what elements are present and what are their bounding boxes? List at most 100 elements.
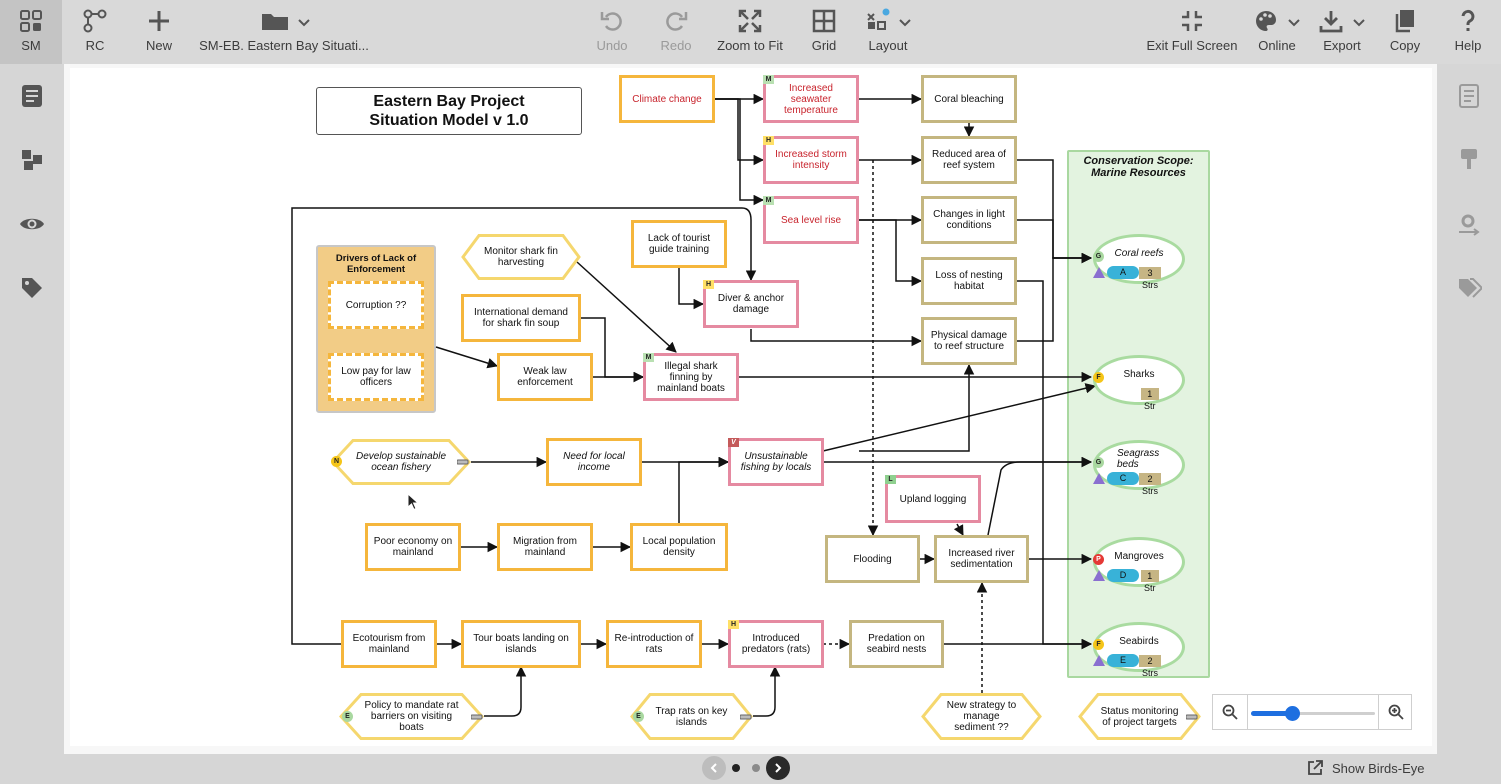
page-dot-2[interactable] bbox=[752, 764, 760, 772]
online-label: Online bbox=[1258, 38, 1296, 53]
target-code-badge: C bbox=[1107, 472, 1139, 485]
download-icon bbox=[1319, 11, 1365, 33]
properties-icon[interactable] bbox=[1455, 82, 1483, 110]
diagram-picker-button[interactable]: SM-EB. Eastern Bay Situati... bbox=[196, 4, 372, 60]
puzzle-icon[interactable] bbox=[18, 146, 46, 174]
zoom-to-fit-button[interactable]: Zoom to Fit bbox=[712, 4, 788, 60]
undo-button[interactable]: Undo bbox=[588, 4, 636, 60]
paint-brush-icon[interactable] bbox=[1455, 146, 1483, 174]
factor-local-population[interactable]: Local population density bbox=[630, 523, 728, 571]
result-label: Flooding bbox=[853, 553, 892, 565]
factor-tourist-training[interactable]: Lack of tourist guide training bbox=[631, 220, 727, 268]
result-label: Reduced area of reef system bbox=[932, 149, 1006, 171]
factor-label: International demand for shark fin soup bbox=[474, 307, 568, 329]
grid-label: Grid bbox=[811, 38, 837, 53]
show-birds-eye-button[interactable]: Show Birds-Eye bbox=[1306, 759, 1424, 777]
online-button[interactable]: Online bbox=[1250, 4, 1304, 60]
result-flooding[interactable]: Flooding bbox=[825, 535, 920, 583]
diagram-title[interactable]: Eastern Bay Project Situation Model v 1.… bbox=[316, 87, 582, 135]
strategy-label: Trap rats on key islands bbox=[655, 705, 728, 728]
threat-label: Illegal shark finning by mainland boats bbox=[657, 360, 725, 394]
result-label: Predation on seabird nests bbox=[866, 633, 927, 655]
undo-label: Undo bbox=[596, 38, 628, 53]
chevron-right-icon bbox=[775, 763, 782, 773]
result-river-sedimentation[interactable]: Increased river sedimentation bbox=[934, 535, 1029, 583]
zoom-slider-track[interactable] bbox=[1251, 706, 1375, 721]
result-physical-damage[interactable]: Physical damage to reef structure bbox=[921, 317, 1017, 365]
result-reduced-reef[interactable]: Reduced area of reef system bbox=[921, 136, 1017, 184]
conservation-scope-box[interactable]: Conservation Scope: Marine Resources bbox=[1067, 150, 1210, 678]
eye-icon[interactable] bbox=[18, 210, 46, 238]
strategy-status-monitoring[interactable]: Status monitoring of project targets bbox=[1078, 693, 1201, 740]
exit-fullscreen-button[interactable]: Exit Full Screen bbox=[1144, 4, 1240, 60]
factor-label: Climate change bbox=[632, 93, 702, 105]
factor-corruption[interactable]: Corruption ?? bbox=[328, 281, 424, 329]
layout-button[interactable]: Layout bbox=[860, 4, 916, 60]
export-button[interactable]: Export bbox=[1316, 4, 1368, 60]
factor-climate-change[interactable]: Climate change bbox=[619, 75, 715, 123]
zoom-in-button[interactable] bbox=[1378, 695, 1413, 729]
strategy-trap-rats[interactable]: Trap rats on key islands E bbox=[630, 693, 753, 740]
zoom-slider-fill bbox=[1251, 711, 1293, 716]
result-nesting-habitat[interactable]: Loss of nesting habitat bbox=[921, 257, 1017, 305]
right-sidebar bbox=[1437, 64, 1501, 754]
factor-reintroduction-rats[interactable]: Re-introduction of rats bbox=[606, 620, 702, 668]
strategy-new-sediment[interactable]: New strategy to manage sediment ?? bbox=[921, 693, 1042, 740]
rc-mode-button[interactable]: RC bbox=[72, 4, 118, 60]
tags-icon[interactable] bbox=[1455, 274, 1483, 302]
viability-badge: P bbox=[1093, 554, 1104, 565]
redo-button[interactable]: Redo bbox=[652, 4, 700, 60]
drivers-group-label: Drivers of Lack of Enforcement bbox=[335, 253, 417, 275]
factor-local-income[interactable]: Need for local income bbox=[546, 438, 642, 486]
next-page-button[interactable] bbox=[766, 756, 790, 780]
factor-poor-economy[interactable]: Poor economy on mainland bbox=[365, 523, 461, 571]
strategy-develop-fishery[interactable]: Develop sustainable ocean fishery N bbox=[331, 439, 471, 485]
factor-tour-boats[interactable]: Tour boats landing on islands bbox=[461, 620, 581, 668]
factor-intl-demand[interactable]: International demand for shark fin soup bbox=[461, 294, 581, 342]
strategy-status-badge: E bbox=[633, 711, 644, 722]
factor-migration[interactable]: Migration from mainland bbox=[497, 523, 593, 571]
redo-label: Redo bbox=[660, 38, 692, 53]
grid-button[interactable]: Grid bbox=[802, 4, 846, 60]
help-button[interactable]: Help bbox=[1448, 4, 1488, 60]
factor-label: Re-introduction of rats bbox=[614, 633, 694, 655]
plus-icon bbox=[149, 11, 169, 31]
sm-label: SM bbox=[21, 38, 41, 53]
sm-mode-button[interactable]: SM bbox=[0, 0, 62, 64]
tag-icon[interactable] bbox=[18, 274, 46, 302]
scope-title: Conservation Scope: Marine Resources bbox=[1083, 155, 1194, 179]
result-predation[interactable]: Predation on seabird nests bbox=[849, 620, 944, 668]
factor-weak-law[interactable]: Weak law enforcement bbox=[497, 353, 593, 401]
factor-label: Local population density bbox=[642, 536, 716, 558]
previous-page-button[interactable] bbox=[702, 756, 726, 780]
result-coral-bleaching[interactable]: Coral bleaching bbox=[921, 75, 1017, 123]
factor-label: Migration from mainland bbox=[513, 536, 577, 558]
page-dot-1[interactable] bbox=[732, 764, 740, 772]
folder-icon bbox=[262, 14, 310, 30]
show-birds-eye-label: Show Birds-Eye bbox=[1332, 760, 1425, 776]
settings-arrow-icon[interactable] bbox=[1455, 210, 1483, 238]
copy-icon bbox=[1395, 10, 1414, 33]
zoom-slider-thumb[interactable] bbox=[1285, 706, 1300, 721]
factor-ecotourism[interactable]: Ecotourism from mainland bbox=[341, 620, 437, 668]
threat-label: Upland logging bbox=[899, 493, 967, 505]
result-light-conditions[interactable]: Changes in light conditions bbox=[921, 196, 1017, 244]
expand-arrows-icon bbox=[738, 9, 762, 33]
strategy-monitor-shark[interactable]: Monitor shark fin harvesting bbox=[461, 234, 581, 280]
document-icon[interactable] bbox=[18, 82, 46, 110]
strategy-policy-rat-barriers[interactable]: Policy to mandate rat barriers on visiti… bbox=[339, 693, 484, 740]
factor-low-pay[interactable]: Low pay for law officers bbox=[328, 353, 424, 401]
question-mark-icon bbox=[1461, 9, 1475, 31]
rc-label: RC bbox=[85, 38, 105, 53]
zoom-out-button[interactable] bbox=[1213, 695, 1248, 729]
copy-button[interactable]: Copy bbox=[1384, 4, 1426, 60]
new-button[interactable]: New bbox=[136, 4, 182, 60]
